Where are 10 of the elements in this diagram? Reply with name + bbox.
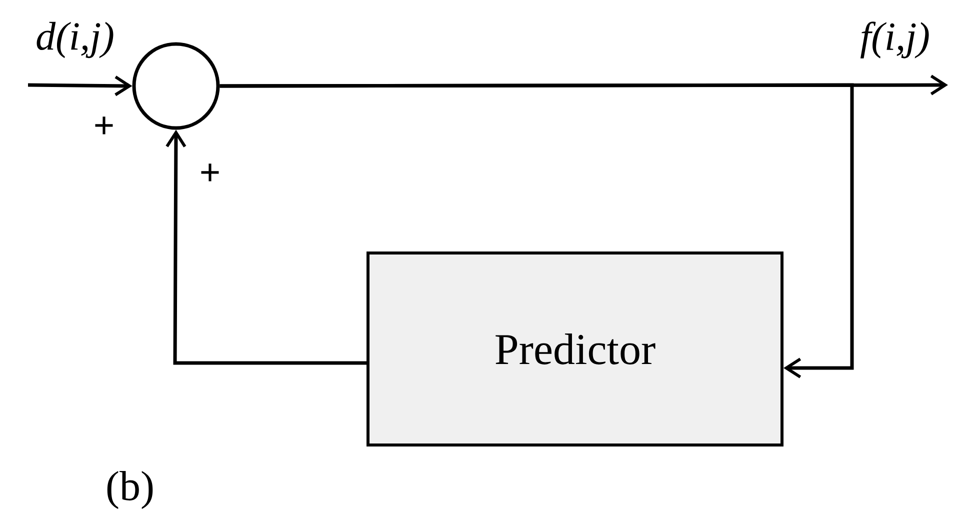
arrow xyxy=(220,83,854,378)
edge-label: f(i,j) xyxy=(860,22,929,58)
caption: (b) xyxy=(107,470,153,510)
sign-label: + xyxy=(201,164,219,182)
process-box: Predictor xyxy=(366,251,784,446)
summing-junction xyxy=(132,42,220,130)
arrow xyxy=(28,76,132,96)
edge-label: d(i,j) xyxy=(36,22,114,58)
sign-label: + xyxy=(95,116,113,134)
arrow xyxy=(166,130,366,365)
